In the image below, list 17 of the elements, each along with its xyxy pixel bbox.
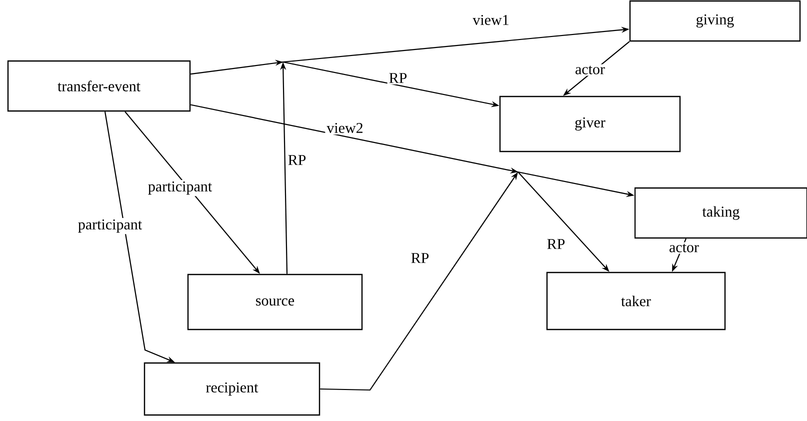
concept-box: taker — [546, 272, 726, 330]
concept-box: transfer-event — [7, 60, 191, 112]
edge-label: RP — [387, 72, 409, 84]
edge-label: participant — [146, 180, 214, 196]
edge-label: RP — [409, 252, 431, 264]
concept-box: recipient — [144, 362, 320, 416]
edge-label: actor — [574, 64, 606, 76]
edge-label: actor — [668, 242, 700, 254]
edge-label: participant — [76, 218, 144, 234]
edge-label: view2 — [325, 121, 365, 135]
edge-label: view1 — [471, 13, 511, 27]
edge-label: RP — [545, 238, 567, 250]
concept-box: taking — [634, 187, 807, 239]
concept-box: source — [187, 274, 363, 330]
concept-box: giving — [629, 0, 801, 42]
edge-label: RP — [286, 154, 308, 166]
concept-box: giver — [499, 96, 681, 152]
